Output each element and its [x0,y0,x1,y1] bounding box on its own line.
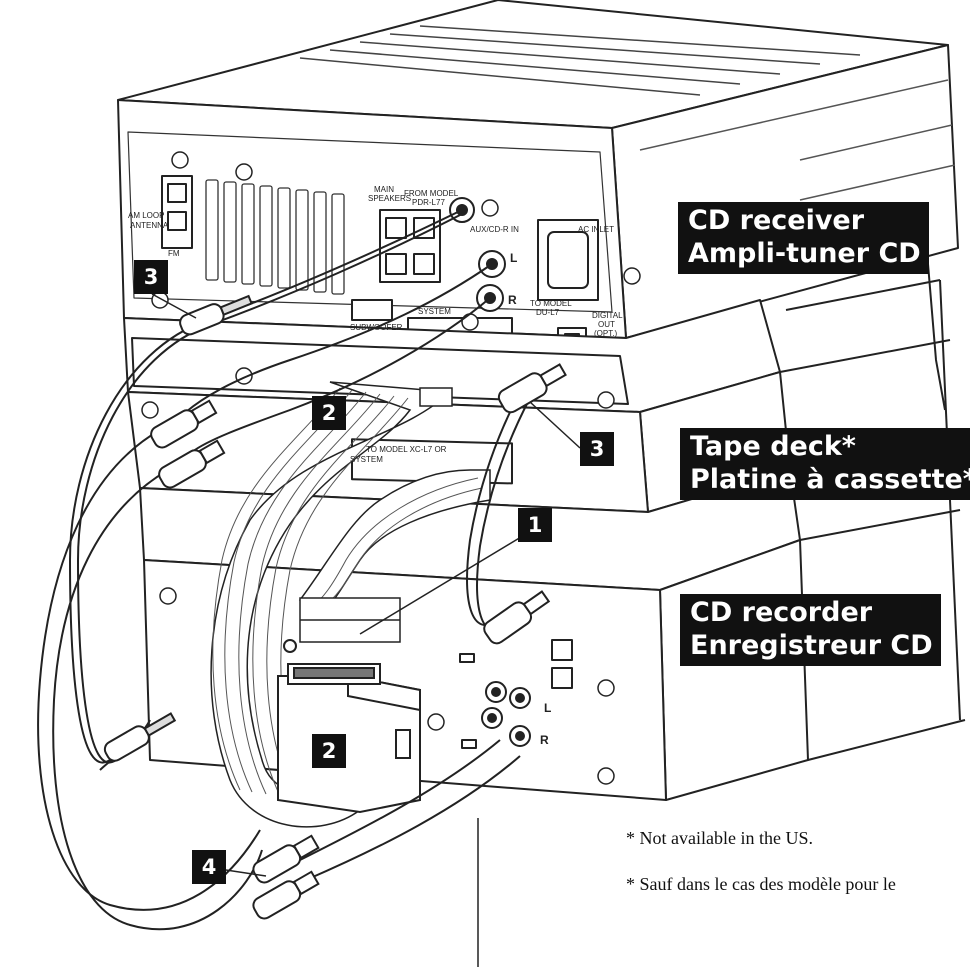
tape-deck-label: Tape deck* Platine à cassette* [680,428,970,500]
cd-receiver-label: CD receiver Ampli-tuner CD [678,202,929,274]
cd-receiver-label-fr: Ampli-tuner CD [688,238,921,269]
to-model-du-text: TO MODEL [530,299,572,308]
du-l7-text: DU-L7 [536,308,560,317]
footnote-fr: * Sauf dans le cas des modèle pour le [626,874,896,894]
subwoofer-text: SUBWOOFER [350,323,403,332]
fm-text: FM [168,249,180,258]
callout-2-top: 2 [312,396,346,430]
footnote-us: * Not available in the US. [626,828,813,848]
callout-3-right: 3 [580,432,614,466]
tape-deck-label-en: Tape deck* [690,431,856,462]
from-model-text: FROM MODEL [404,189,459,198]
antenna-text: ANTENNA [130,221,169,230]
aux-cdr-in-text: AUX/CD-R IN [470,225,519,234]
rca-plug-pair-top [150,399,226,489]
out-text: OUT [598,320,615,329]
rca-plug-pair-bottom [252,834,320,920]
cd-recorder-label-en: CD recorder [690,597,873,628]
cd-recorder-label-fr: Enregistreur CD [690,630,933,661]
r-label-recorder: R [540,733,549,747]
cd-receiver-label-en: CD receiver [688,205,865,236]
to-model-xc-text: TO MODEL XC-L7 OR [366,445,447,454]
ac-inlet-text: AC INLET [578,225,614,234]
ribbon-cable-2 [210,381,453,828]
mini-plug-bottom [103,712,177,762]
callout-4: 4 [192,850,226,884]
system-adapter [277,663,421,814]
optical-plug-bottom [483,590,551,645]
cable-3-mini [68,209,463,764]
callout-2-bottom: 2 [312,734,346,768]
tape-deck-label-fr: Platine à cassette* [690,464,970,495]
cd-recorder-label: CD recorder Enregistreur CD [680,594,941,666]
system-text-top: SYSTEM [418,307,451,316]
callout-3-left: 3 [134,260,168,294]
l-label-receiver: L [510,251,517,265]
am-loop-text: AM LOOP [128,211,164,220]
ribbon-cable-1 [298,469,491,643]
mini-plug-top [179,294,253,336]
main-speakers-text: MAIN [374,185,394,194]
pdr-l77-text: PDR-L77 [412,198,445,207]
r-label-receiver: R [508,293,517,307]
callout-1: 1 [518,508,552,542]
opt-text: (OPT.) [594,329,617,338]
speakers-text: SPEAKERS [368,194,411,203]
l-label-recorder: L [544,701,551,715]
digital-out-text: DIGITAL [592,311,623,320]
system-text-mid: SYSTEM [350,455,383,464]
optical-plug-top [497,363,567,414]
